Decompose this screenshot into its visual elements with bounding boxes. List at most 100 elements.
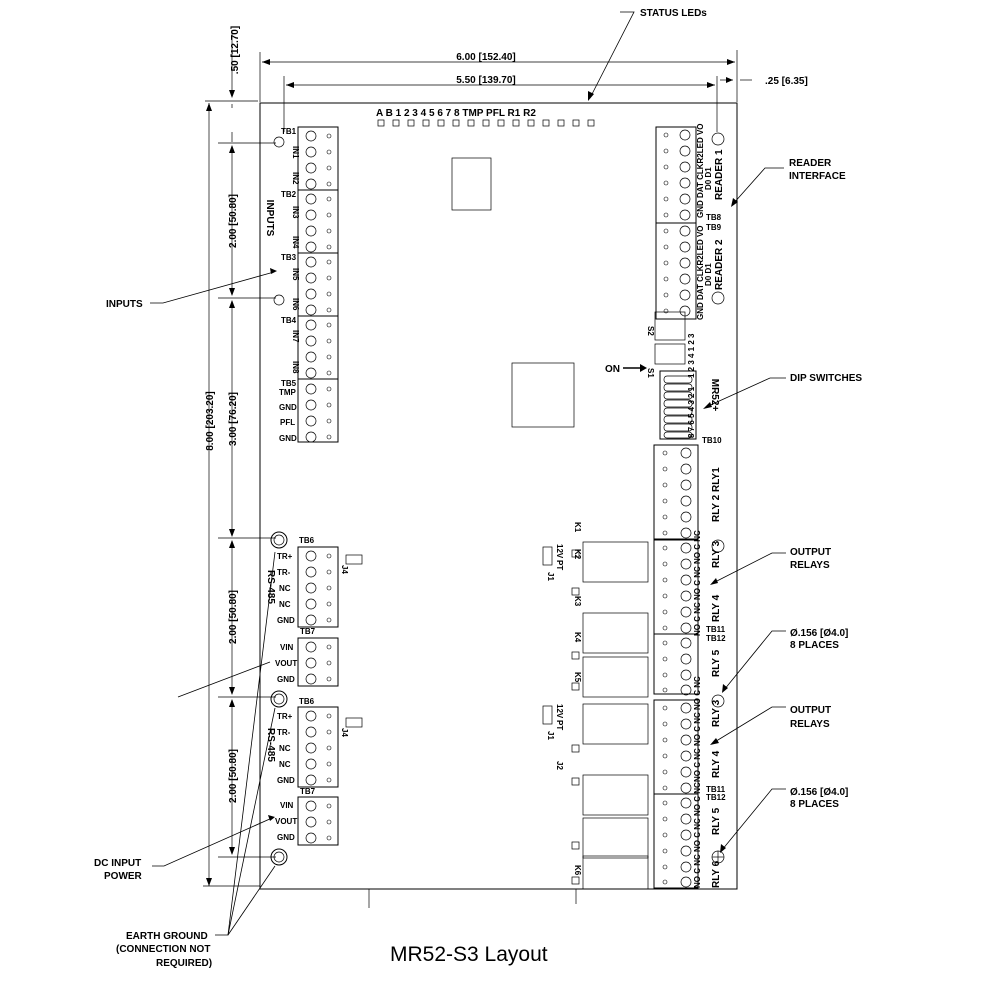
page-title: MR52-S3 Layout [390, 943, 548, 966]
callout-earth-ground-2: (CONNECTION NOT [116, 944, 210, 955]
rly-6-label: RLY 6 [711, 860, 722, 888]
input-terminal-blocks [297, 126, 339, 443]
dim-top-outer: 6.00 [152.40] [456, 52, 516, 63]
tb3-label: TB3 [281, 253, 297, 262]
callout-earth-ground-1: EARTH GROUND [126, 931, 208, 942]
rly-3a-label: RLY 3 [711, 540, 722, 568]
rly-4a-label: RLY 4 [711, 594, 722, 622]
pt-label-a: PT [555, 560, 564, 570]
rs485a-tr-plus: TR+ [277, 552, 293, 561]
k3-label: K3 [573, 596, 582, 607]
gnd1-label: GND [279, 403, 297, 412]
callout-dc-input-2: POWER [104, 871, 143, 882]
rs485b-j4: J4 [340, 728, 349, 737]
reader2-label: READER 2 [714, 239, 725, 290]
mounting-holes [273, 132, 725, 864]
rs485b-gnd: GND [277, 776, 295, 785]
rs485a-nc2: NC [279, 600, 291, 609]
power-b-gnd: GND [277, 833, 295, 842]
rly-5a-label: RLY 5 [711, 649, 722, 677]
k2-label: K2 [573, 549, 582, 560]
tb8-label: TB8 [706, 213, 722, 222]
gnd2-label: GND [279, 434, 297, 443]
status-leds [377, 119, 595, 127]
j1-label-b: J1 [546, 731, 555, 740]
in1-label: IN1 [291, 146, 300, 159]
callout-output-relays-b-1: OUTPUT [790, 705, 831, 716]
pfl-label: PFL [280, 418, 295, 427]
rs485b-tr-minus: TR- [277, 728, 291, 737]
tb1-label: TB1 [281, 127, 297, 136]
k6-label: K6 [573, 865, 582, 876]
tb2-label: TB2 [281, 190, 297, 199]
rs485b-nc2: NC [279, 760, 291, 769]
callout-dc-input-1: DC INPUT [94, 858, 141, 869]
power-a-vin: VIN [280, 643, 294, 652]
rs485a-gnd: GND [277, 616, 295, 625]
dim-rs485-span-2: 2.00 [50.80] [228, 749, 239, 803]
tb11a-label: TB11 [706, 625, 726, 634]
callout-status-leds: STATUS LEDs [640, 8, 707, 19]
dim-top-inner: 5.50 [139.70] [456, 75, 516, 86]
power-b-vout: VOUT [275, 817, 297, 826]
in2-label: IN2 [291, 172, 300, 185]
pt-label-b: PT [555, 720, 564, 730]
tmp-label: TMP [279, 388, 297, 397]
callout-hole-a-1: Ø.156 [Ø4.0] [790, 628, 848, 639]
callout-reader-interface-1: READER [789, 158, 832, 169]
rly-5b-label: RLY 5 [711, 807, 722, 835]
dim-overall-height: 8.00 [203.20] [205, 391, 216, 451]
earth-ground-posts [270, 531, 288, 866]
power-a-gnd: GND [277, 675, 295, 684]
relay-hardware [542, 444, 699, 890]
contacts-middle: NO C NC NO C NC NO C NC [693, 676, 702, 782]
dim-right-offset: .25 [6.35] [765, 76, 808, 87]
rs485a-tr-minus: TR- [277, 568, 291, 577]
j2-label: J2 [555, 761, 564, 770]
tb12a-label: TB12 [706, 634, 726, 643]
rs485b-tr-plus: TR+ [277, 712, 293, 721]
contacts-lower: NO C NC NO C NC NO C NC [693, 782, 702, 888]
led-strip-labels: A B 1 2 3 4 5 6 7 8 TMP PFL R1 R2 [376, 108, 536, 119]
k1-label: K1 [573, 522, 582, 533]
tb11b-label: TB11 [706, 785, 726, 794]
dip-s1: S1 [646, 368, 655, 378]
in8-label: IN8 [291, 361, 300, 374]
rly-1-2-label: RLY 2 RLY1 [711, 467, 722, 522]
tb12b-label: TB12 [706, 793, 726, 802]
power-b-vin: VIN [280, 801, 294, 810]
callout-output-relays-a-2: RELAYS [790, 560, 830, 571]
board-outline [259, 102, 738, 890]
reader-terminal-blocks [655, 126, 697, 320]
dim-middle-span: 3.00 [76.20] [228, 392, 239, 446]
dip-switch-hardware [623, 311, 697, 440]
rs485a-tb6: TB6 [299, 536, 315, 545]
k5-label: K5 [573, 672, 582, 683]
rs485a-j4: J4 [340, 565, 349, 574]
callout-earth-ground-3: REQUIRED) [156, 958, 212, 969]
in5-label: IN5 [291, 268, 300, 281]
k4-label: K4 [573, 632, 582, 643]
dip-nums-bottom: 8 7 6 5 4 3 2 1 [687, 386, 696, 438]
in4-label: IN4 [291, 236, 300, 249]
callout-hole-a-2: 8 PLACES [790, 640, 839, 651]
j1-label-a: J1 [546, 572, 555, 581]
tb10-label: TB10 [702, 436, 722, 445]
callout-dip-switches: DIP SWITCHES [790, 373, 862, 384]
dip-on-label: ON [605, 364, 620, 375]
v12-label-a: 12V [555, 544, 564, 559]
callout-inputs: INPUTS [106, 299, 143, 310]
reader1-label: READER 1 [714, 149, 725, 200]
rs485b-nc1: NC [279, 744, 291, 753]
reader2-d0d1: D0 D1 [704, 263, 713, 286]
dip-nums-top: 1 2 3 4 1 2 3 [687, 333, 696, 378]
in3-label: IN3 [291, 206, 300, 219]
chip-small [451, 157, 492, 211]
chip-processor [511, 362, 575, 428]
reader2-pins: GND DAT CLKR2LED VO [696, 225, 705, 320]
dim-top-offset: .50 [12.70] [230, 26, 241, 74]
contacts-upper: NO C NC NO C NC NO C NC [693, 530, 702, 636]
tb5-label: TB5 [281, 379, 297, 388]
rly-4b-label: RLY 4 [711, 750, 722, 778]
